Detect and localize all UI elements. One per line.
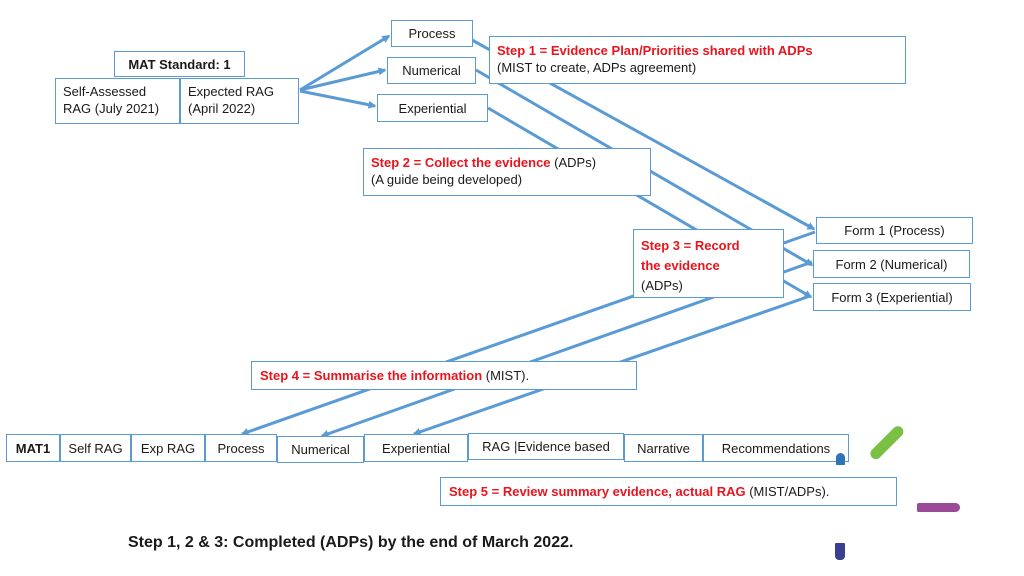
summary-process-label: Process <box>217 440 265 456</box>
evidence-process-box: Process <box>391 20 473 47</box>
step1-title: Step 1 = Evidence Plan/Priorities shared… <box>497 43 813 58</box>
step5-title: Step 5 = Review summary evidence, actual… <box>449 484 746 499</box>
form3-box: Form 3 (Experiential) <box>813 283 971 311</box>
decorative-navy-bar <box>835 543 845 560</box>
step4-title: Step 4 = Summarise the information <box>260 368 483 383</box>
mat-standard-box: MAT Standard: 1 <box>114 51 245 77</box>
arrow-rag-to-experiential <box>299 89 377 109</box>
summary-exp-rag-cell: Exp RAG <box>131 434 205 462</box>
step4-box: Step 4 = Summarise the information (MIST… <box>251 361 637 390</box>
step4-detail: (MIST). <box>482 368 530 383</box>
step2-box: Step 2 = Collect the evidence (ADPs) (A … <box>363 148 651 196</box>
evidence-process-label: Process <box>408 26 456 41</box>
summary-self-rag-label: Self RAG <box>68 440 123 456</box>
step3-title-line1: Step 3 = Record <box>641 238 740 253</box>
mat-standard-label: MAT Standard: 1 <box>128 56 231 72</box>
summary-process-cell: Process <box>205 434 277 462</box>
summary-experiential-cell: Experiential <box>364 434 468 462</box>
self-assessed-rag-box: Self-Assessed RAG (July 2021) <box>55 78 180 124</box>
arrow-rag-to-numerical <box>299 67 387 92</box>
summary-experiential-label: Experiential <box>382 440 450 456</box>
summary-numerical-label: Numerical <box>291 442 350 457</box>
summary-rag-evidence-cell: RAG |Evidence based <box>468 433 624 460</box>
step3-detail: (ADPs) <box>641 278 683 293</box>
form2-box: Form 2 (Numerical) <box>813 250 970 278</box>
expected-rag-line2: (April 2022) <box>188 101 256 116</box>
expected-rag-line1: Expected RAG <box>188 84 274 99</box>
form3-label: Form 3 (Experiential) <box>831 289 953 305</box>
step3-title-line2: the evidence <box>641 258 720 273</box>
self-assessed-line1: Self-Assessed <box>63 84 147 99</box>
step2-title: Step 2 = Collect the evidence <box>371 155 551 170</box>
decorative-blue-dot <box>836 453 845 465</box>
expected-rag-box: Expected RAG (April 2022) <box>180 78 299 124</box>
summary-mat1-cell: MAT1 <box>6 434 60 462</box>
step1-detail: (MIST to create, ADPs agreement) <box>497 60 697 75</box>
step1-box: Step 1 = Evidence Plan/Priorities shared… <box>489 36 906 84</box>
form2-label: Form 2 (Numerical) <box>835 256 948 272</box>
evidence-experiential-box: Experiential <box>377 94 488 122</box>
summary-mat1-label: MAT1 <box>15 440 51 456</box>
step2-suffix: (ADPs) <box>550 155 597 170</box>
step3-box: Step 3 = Record the evidence (ADPs) <box>633 229 784 298</box>
summary-recommendations-cell: Recommendations <box>703 434 849 462</box>
evidence-numerical-label: Numerical <box>402 63 461 78</box>
arrow-rag-to-process <box>299 34 391 92</box>
summary-narrative-label: Narrative <box>637 440 690 456</box>
summary-self-rag-cell: Self RAG <box>60 434 131 462</box>
form1-box: Form 1 (Process) <box>816 217 973 244</box>
form1-label: Form 1 (Process) <box>844 223 945 238</box>
step5-detail: (MIST/ADPs). <box>745 484 830 499</box>
summary-recommendations-label: Recommendations <box>721 440 831 456</box>
footnote-completion: Step 1, 2 & 3: Completed (ADPs) by the e… <box>128 534 574 551</box>
summary-numerical-cell: Numerical <box>277 436 364 463</box>
evidence-experiential-label: Experiential <box>398 100 467 116</box>
decorative-purple-bar <box>917 503 960 512</box>
self-assessed-line2: RAG (July 2021) <box>63 101 160 116</box>
evidence-numerical-box: Numerical <box>387 57 476 84</box>
summary-narrative-cell: Narrative <box>624 434 703 462</box>
summary-rag-evidence-label: RAG |Evidence based <box>482 439 610 454</box>
summary-exp-rag-label: Exp RAG <box>140 440 196 456</box>
step2-detail: (A guide being developed) <box>371 172 523 187</box>
step5-box: Step 5 = Review summary evidence, actual… <box>440 477 897 506</box>
